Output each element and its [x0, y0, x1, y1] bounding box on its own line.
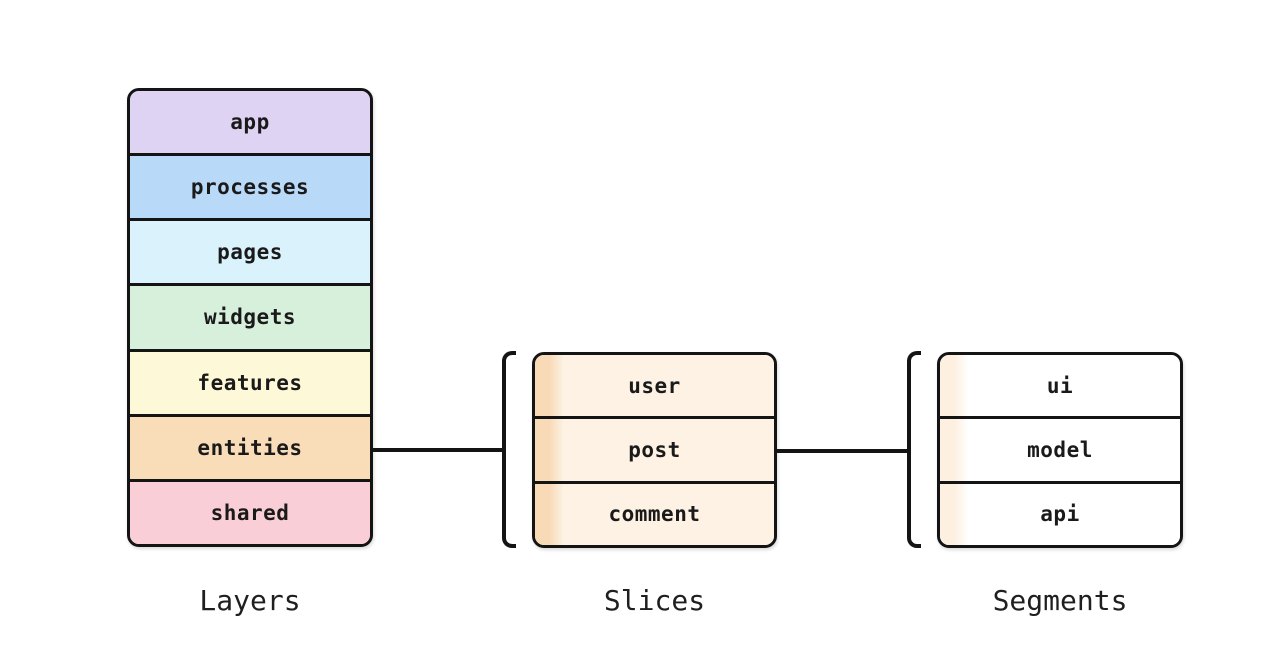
- segment-row-label: model: [1027, 437, 1093, 462]
- connector-line-slices-to-segments: [775, 449, 909, 453]
- slices-caption: Slices: [603, 584, 706, 617]
- layer-row: app: [130, 91, 370, 157]
- segment-row-label: ui: [1046, 373, 1074, 398]
- segment-row: model: [940, 419, 1180, 484]
- slice-row: comment: [535, 483, 774, 545]
- left-bracket-icon: [907, 351, 921, 548]
- layer-row: features: [130, 351, 370, 417]
- segment-row: api: [940, 483, 1180, 545]
- segment-row: ui: [940, 355, 1180, 420]
- slice-row: post: [535, 419, 774, 484]
- slice-row-label: user: [628, 373, 681, 398]
- layer-row: processes: [130, 156, 370, 222]
- layer-row: pages: [130, 221, 370, 287]
- slice-row-label: comment: [608, 502, 701, 527]
- slice-row: user: [535, 355, 774, 420]
- connector-line-entities-to-slices: [371, 448, 504, 452]
- segment-row-label: api: [1040, 502, 1080, 527]
- segments-caption: Segments: [992, 584, 1128, 617]
- layer-row-label: processes: [190, 175, 310, 200]
- layer-row-label: features: [197, 370, 303, 395]
- layer-row-label: entities: [197, 435, 303, 460]
- layer-row-label: app: [230, 110, 270, 135]
- slice-row-label: post: [628, 437, 681, 462]
- layer-row-label: widgets: [203, 305, 296, 330]
- slices-stack: user post comment: [532, 352, 777, 548]
- left-bracket-icon: [502, 351, 516, 548]
- segments-stack: ui model api: [937, 352, 1183, 548]
- layer-row-label: pages: [217, 240, 283, 265]
- layer-row: widgets: [130, 286, 370, 352]
- layer-row: shared: [130, 481, 370, 544]
- layer-row-label: shared: [210, 500, 290, 525]
- layer-row: entities: [130, 416, 370, 482]
- layers-caption: Layers: [199, 584, 301, 617]
- layers-stack: app processes pages widgets features ent…: [127, 88, 373, 547]
